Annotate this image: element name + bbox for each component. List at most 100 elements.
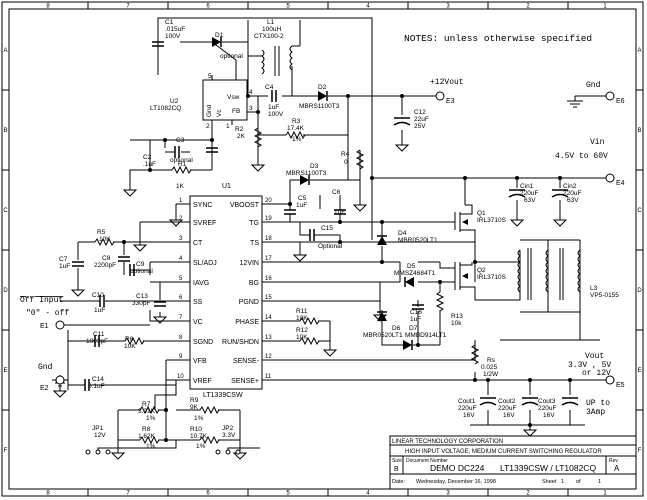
- col-label: 2: [526, 491, 530, 497]
- r3-tol: 1%: [292, 136, 302, 143]
- u1-pin-num: 19: [265, 216, 272, 222]
- vout-range-label: 3.3V , 5V: [568, 361, 611, 370]
- vout-or-label: or 12V: [582, 369, 611, 378]
- d5-part: MMSZ4684T1: [394, 270, 436, 277]
- col-label: 8: [46, 491, 50, 497]
- row-label: C: [637, 208, 642, 214]
- u1-pin-num: 10: [177, 374, 184, 380]
- tb-rev-label: Rev: [609, 458, 618, 464]
- cout1-ref: Cout1: [458, 398, 476, 405]
- c15-ref: C15: [321, 225, 333, 232]
- u1-pin-tg: TG: [249, 220, 259, 227]
- r5-value: 10K: [99, 236, 111, 243]
- col-label: 1: [603, 4, 607, 10]
- q2-ref: Q2: [477, 267, 486, 274]
- tb-rev: A: [614, 464, 620, 473]
- r9-tol: 1%: [194, 415, 204, 422]
- row-label: E: [3, 368, 7, 374]
- u2-pin-vc: Vc: [216, 109, 223, 117]
- c13-value: 330pF: [132, 300, 150, 307]
- u1-pin-num: 15: [265, 295, 272, 301]
- c7-value: 1uF: [59, 263, 70, 270]
- l3-part: VP5-0155: [590, 292, 619, 299]
- u1-pin-vfb: VFB: [193, 358, 207, 365]
- col-label: 4: [366, 4, 370, 10]
- u1-pin-num: 7: [179, 315, 183, 321]
- r3-ref: R3: [292, 118, 301, 125]
- e3-label: E3: [446, 98, 455, 105]
- tb-docnum-label: Document Number: [406, 458, 448, 464]
- jp2-ref: JP2: [222, 425, 234, 432]
- col-label: 3: [446, 4, 450, 10]
- r4-value: 0: [344, 159, 348, 166]
- r9-ref: R9: [190, 397, 199, 404]
- r5-ref: R5: [97, 229, 106, 236]
- e2-label: E2: [40, 385, 49, 392]
- cout1-value: 220uF: [458, 405, 476, 412]
- row-label: B: [3, 128, 7, 134]
- c16-ref: C16: [410, 309, 422, 316]
- cout2-value: 220uF: [498, 405, 516, 412]
- u1-pin-vboost: VBOOST: [230, 202, 260, 209]
- u1-pin-vc: VC: [193, 319, 203, 326]
- d1-ref: D1: [215, 32, 224, 39]
- row-label: A: [3, 48, 7, 54]
- u1-pin-num: 2: [179, 216, 183, 222]
- r13-value: 10k: [451, 320, 462, 327]
- u1-pin-iavg: IAVG: [193, 280, 209, 287]
- u1-pin-sense-plus: SENSE+: [231, 378, 259, 385]
- d7-ref: D7: [409, 325, 418, 332]
- c6-ref: C6: [332, 189, 341, 196]
- row-label: C: [3, 208, 8, 214]
- r7-ref: R7: [142, 401, 151, 408]
- tb-of: of: [576, 479, 581, 485]
- tb-size: B: [394, 466, 399, 473]
- c12-voltage: 25V: [414, 123, 426, 130]
- r12-value: 10K: [296, 334, 308, 341]
- q1-part: IRL3710S: [477, 217, 507, 224]
- u1-pin-ts: TS: [250, 240, 259, 247]
- u1-pin-num: 1: [179, 198, 183, 204]
- col-label: 4: [366, 491, 370, 497]
- vin-label: Vin: [590, 138, 605, 147]
- r10-ref: R10: [190, 426, 202, 433]
- u1-pin-num: 13: [265, 335, 272, 341]
- vin-range-label: 4.5V to 60V: [555, 152, 608, 161]
- cout1-voltage: 16V: [463, 412, 475, 419]
- u1-pin-num: 3: [179, 236, 183, 242]
- u1-pin-svref: SVREF: [193, 220, 216, 227]
- c4-ref: C4: [265, 84, 274, 91]
- c10-ref: C10: [92, 292, 104, 299]
- c11-value: 1000pF: [86, 338, 108, 345]
- e6-label: E6: [616, 98, 625, 105]
- d3-part: MBRS1100T3: [286, 170, 327, 177]
- r10-value: 10.7K: [190, 433, 208, 440]
- c2-value: .1uF: [143, 161, 156, 168]
- r6-value: 10K: [124, 343, 136, 350]
- tb-sheets: 1: [598, 479, 601, 485]
- c5-value: 1uF: [296, 202, 307, 209]
- row-label: F: [4, 448, 8, 454]
- r7-tol: 1%: [146, 415, 156, 422]
- row-label: F: [638, 448, 642, 454]
- u2-pin-2: 2: [206, 123, 210, 130]
- d1-note: optional: [220, 53, 243, 60]
- u1-pin-runshdn: RUN/SHDN: [222, 339, 259, 346]
- u1-pin-num: 12: [265, 354, 272, 360]
- u1-pin-num: 4: [179, 256, 183, 262]
- tb-company: LINEAR TECHNOLOGY CORPORATION: [392, 439, 503, 445]
- r11-ref: R11: [296, 308, 308, 315]
- d6-part: MBR0520LT1: [363, 332, 403, 339]
- u1-pin-num: 11: [265, 374, 272, 380]
- r2-value: 2K: [237, 133, 246, 140]
- col-label: 3: [446, 491, 450, 497]
- c5-ref: C5: [298, 195, 307, 202]
- r11-value: 10K: [296, 315, 308, 322]
- l1-part: CTX100-2: [254, 33, 284, 40]
- u2-ref: U2: [170, 98, 179, 105]
- c12-value: 22uF: [414, 116, 429, 123]
- gnd-right-label: Gnd: [586, 81, 601, 90]
- col-label: 6: [206, 4, 210, 10]
- d4-ref: D4: [398, 230, 407, 237]
- c14-value: 0.1uF: [88, 383, 105, 390]
